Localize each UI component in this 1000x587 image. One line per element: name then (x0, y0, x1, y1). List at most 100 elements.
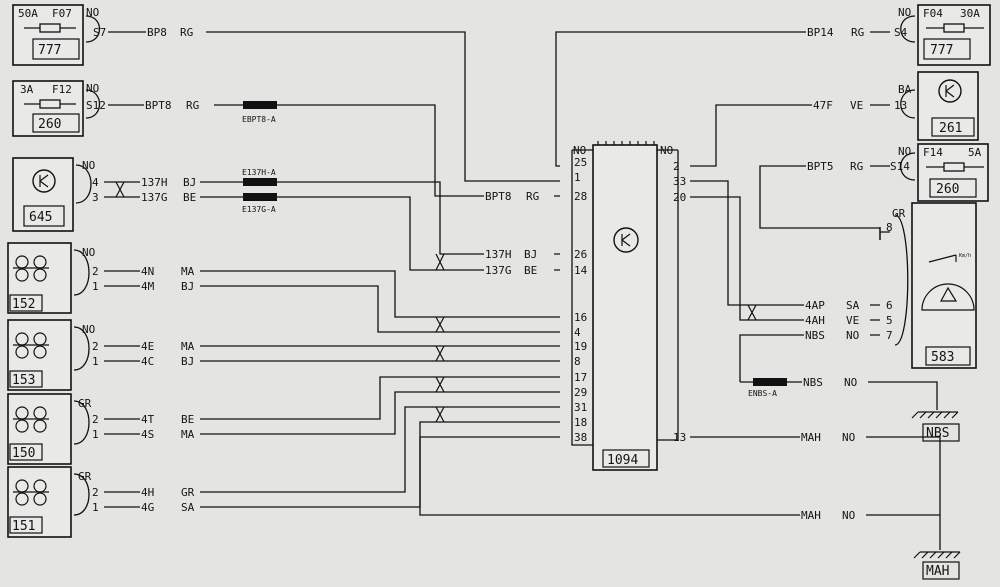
wire-color: RG (186, 99, 199, 112)
pin-label: 2 (92, 413, 99, 426)
ecu-right-connector (657, 150, 679, 441)
ecu-pin-label: 20 (673, 191, 686, 204)
wire-color: BE (181, 413, 194, 426)
component-id: 1094 (607, 453, 638, 468)
ground-mah: MAH (913, 551, 961, 580)
wire-code: 4S (141, 428, 154, 441)
wire-color: VE (850, 99, 863, 112)
wire-color: RG (851, 26, 864, 39)
ground-label: NBS (926, 426, 949, 441)
wire-color: BE (524, 264, 537, 277)
wire-color: RG (180, 26, 193, 39)
wire-code: NBS (803, 376, 823, 389)
fuel-pump-icon (13, 479, 49, 506)
ecu-pin-label: 13 (673, 431, 686, 444)
splice-label: E137G-A (242, 205, 276, 214)
component-261: 261 (917, 71, 979, 141)
ecu-1094: 1094 (592, 141, 658, 471)
component-152: 152 (7, 242, 72, 314)
ecu-pin-label: 1 (574, 171, 581, 184)
wires (73, 15, 941, 550)
wire-color: BJ (181, 355, 194, 368)
fuse-number: F07 (52, 7, 72, 20)
component-150: 150 (7, 393, 72, 465)
component-id: 261 (939, 121, 962, 136)
pin-label: S14 (890, 160, 910, 173)
fuse-rating: 5A (968, 146, 982, 159)
wire-color: SA (846, 299, 860, 312)
pin-label: 2 (92, 340, 99, 353)
wire-code: 47F (813, 99, 833, 112)
fuse-number: F14 (923, 146, 943, 159)
ground-nbs: NBS (911, 411, 960, 442)
component-583: Km/h 583 (911, 202, 977, 369)
pin-label: S12 (86, 99, 106, 112)
wire-color: VE (846, 314, 859, 327)
fuel-pump-icon (13, 332, 49, 359)
wire-code: 137G (141, 191, 168, 204)
fuse-icon (24, 99, 76, 109)
wire-code: NBS (805, 329, 825, 342)
connector-label: GR (892, 207, 906, 220)
pin-label: 3 (92, 191, 99, 204)
ecu-pin-label: 31 (574, 401, 587, 414)
wire-code: BP14 (807, 26, 834, 39)
wire-color: MA (181, 428, 195, 441)
wire-code: 4AH (805, 314, 825, 327)
pin-label: 7 (886, 329, 893, 342)
wire-color: SA (181, 501, 195, 514)
component-777-left: 50A F07 777 (12, 4, 84, 66)
wire-color: BE (183, 191, 196, 204)
fuse-rating: 50A (18, 7, 38, 20)
speed-unit: Km/h (959, 253, 971, 259)
component-id: 583 (931, 350, 954, 365)
wire-code: MAH (801, 431, 821, 444)
wire-color: RG (526, 190, 539, 203)
ecu-pin-label: 29 (574, 386, 587, 399)
wire-code: 4T (141, 413, 155, 426)
connector-label: NO (660, 144, 673, 157)
ground-label: MAH (926, 564, 949, 579)
connector-label: NO (82, 246, 95, 259)
pin-label-261: 13 (894, 99, 907, 112)
fuse-icon (926, 23, 984, 33)
connector-label: BA (898, 83, 912, 96)
splice-label: EBPT8-A (242, 115, 276, 124)
pin-label: 1 (92, 355, 99, 368)
connector-label: NO (573, 144, 586, 157)
wire-code: 4E (141, 340, 154, 353)
pin-label: 8 (886, 221, 893, 234)
wire-code: 4N (141, 265, 154, 278)
ecu-pin-label: 2 (673, 160, 680, 173)
connector-label: GR (78, 470, 92, 483)
wire-code: 4M (141, 280, 155, 293)
ecu-pin-label: 16 (574, 311, 587, 324)
fuel-pump-icon (13, 255, 49, 282)
ecu-left-connector (571, 150, 593, 446)
component-id: 153 (12, 373, 35, 388)
ecu-pin-label: 8 (574, 355, 581, 368)
ecu-pin-label: 28 (574, 190, 587, 203)
pin-label: S7 (93, 26, 106, 39)
wire-color: RG (850, 160, 863, 173)
wire-color: NO (842, 509, 855, 522)
relay-icon (938, 79, 962, 103)
component-id: 150 (12, 446, 35, 461)
wire-labels: BP8 RG BPT8 RG BPT8 RG 137H BJ 137G BE 1… (140, 25, 870, 522)
pin-label: S4 (894, 26, 908, 39)
wire-code: BPT5 (807, 160, 834, 173)
ecu-symbol-icon (613, 227, 639, 253)
component-id: 777 (38, 43, 61, 58)
pin-label: 2 (92, 486, 99, 499)
fuse-rating: 30A (960, 7, 980, 20)
wire-code: MAH (801, 509, 821, 522)
splice-label: E137H-A (242, 168, 276, 177)
connector-label: NO (82, 323, 95, 336)
pin-label: 1 (92, 428, 99, 441)
component-id: 151 (12, 519, 35, 534)
pin-label: 1 (92, 501, 99, 514)
ecu-pin-label: 25 (574, 156, 587, 169)
wire-color: GR (181, 486, 195, 499)
connector-label: NO (898, 145, 911, 158)
